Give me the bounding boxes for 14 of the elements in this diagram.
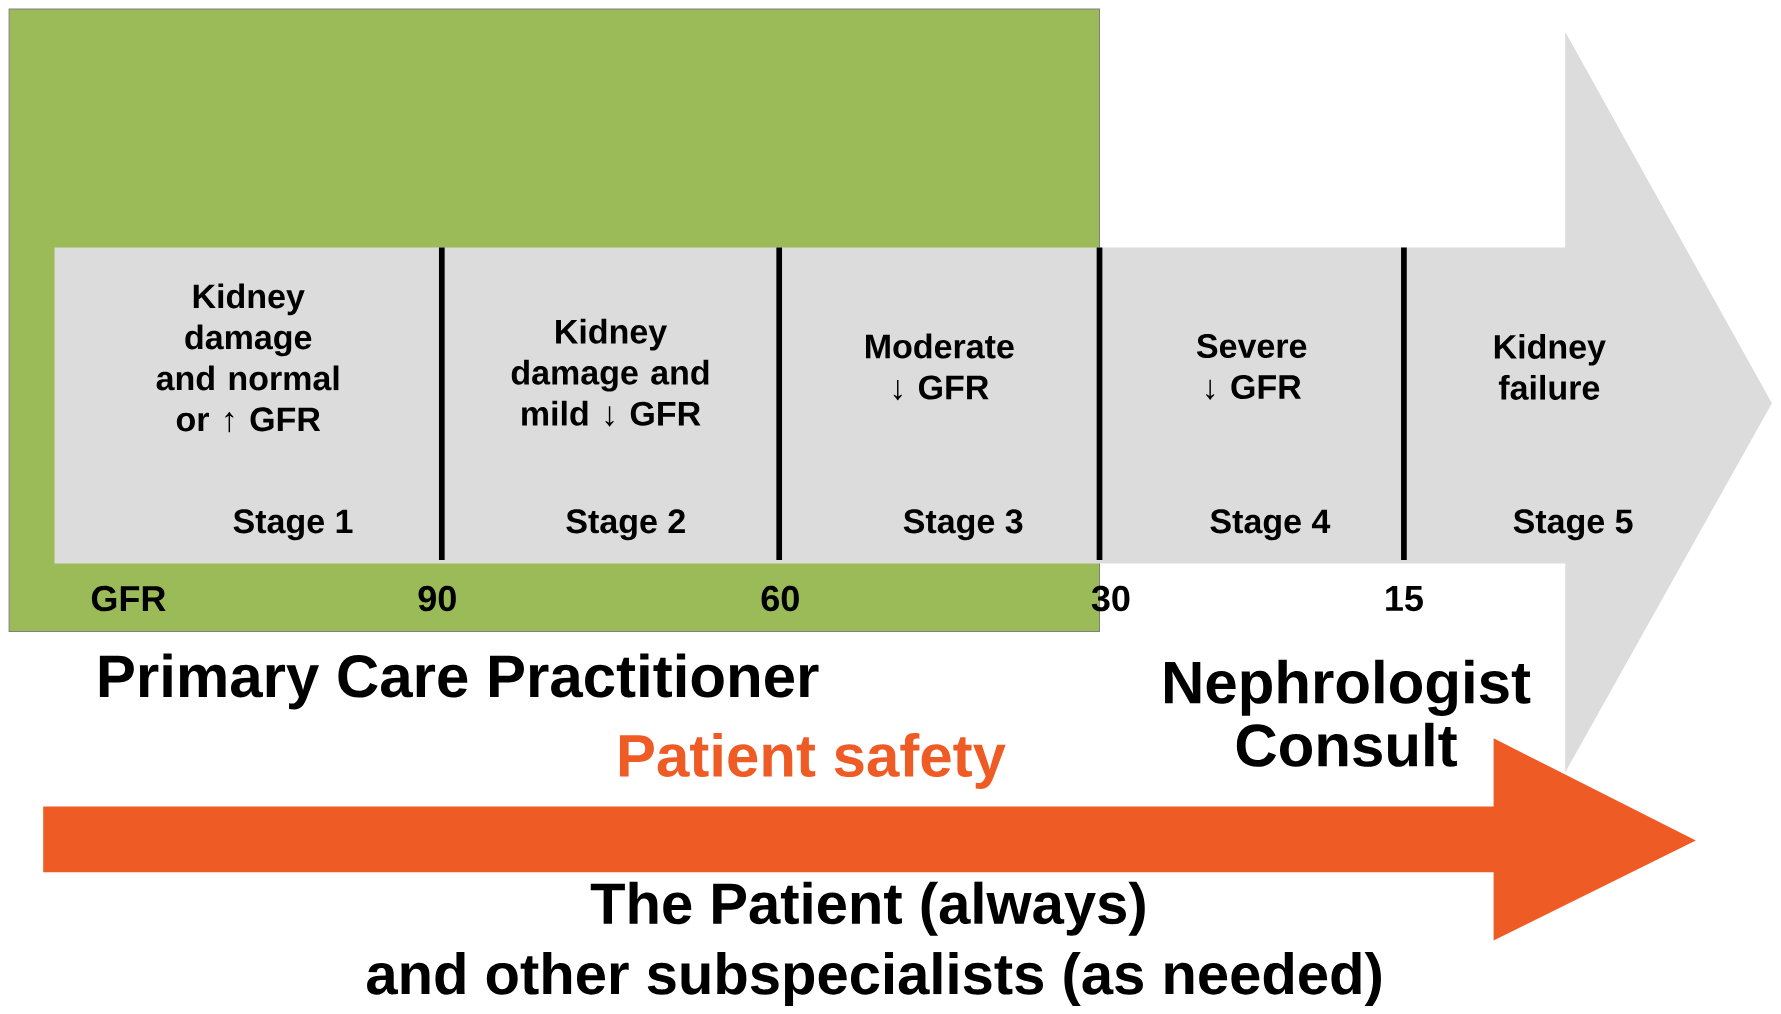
caption-text: The Patient (always) (590, 881, 1145, 936)
gfr-value: 15 (1386, 586, 1423, 612)
gfr-value: 90 (418, 585, 456, 612)
stage-cell: Kidney failure Stage 5 (1494, 333, 1633, 541)
arrow-label: Patient safety (619, 733, 1006, 789)
gfr-label: GFR (91, 585, 166, 612)
stage-cell: Kidney damage and normal or ↑ GFR Stage 1 (156, 283, 353, 541)
stage-cell: Kidney damage and mild ↓ GFR Stage 2 (511, 318, 709, 541)
stage-cell: Moderate ↓ GFR Stage 3 (866, 333, 1023, 541)
stage-cell: Severe ↓ GFR Stage 4 (1196, 334, 1331, 541)
role-label: Primary Care Practitioner (99, 653, 819, 710)
caption-text: and other subspecialists (as needed) (367, 952, 1381, 1007)
gfr-value: 60 (761, 585, 799, 612)
role-label: Nephrologist Consult (1165, 659, 1531, 767)
